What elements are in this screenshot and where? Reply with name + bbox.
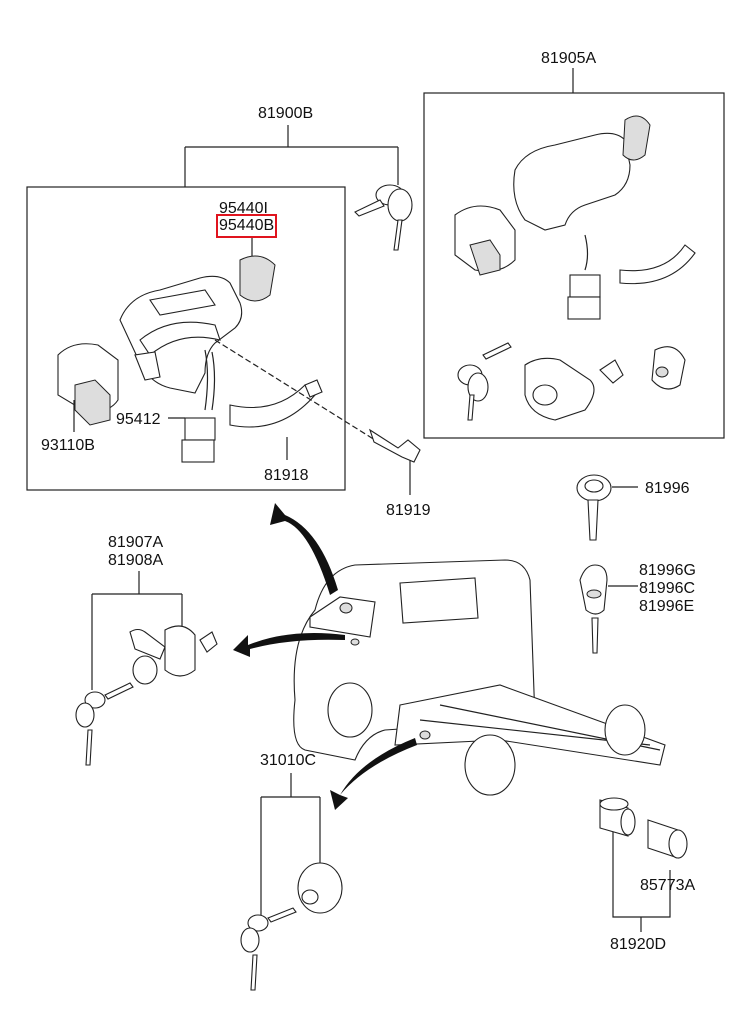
label-81996G[interactable]: 81996G <box>639 562 696 579</box>
key-remote-drawing <box>579 564 608 654</box>
door-lock-drawing <box>75 625 218 766</box>
truck-drawing <box>293 559 666 796</box>
label-81905A[interactable]: 81905A <box>541 50 597 67</box>
fuel-cap-drawing <box>240 862 343 991</box>
label-81996[interactable]: 81996 <box>645 480 690 497</box>
key-81900B <box>354 184 413 251</box>
ignition-lock-assembly <box>57 255 421 463</box>
arrow-door-lock <box>233 632 345 657</box>
label-95412[interactable]: 95412 <box>116 411 161 428</box>
ignition-set-box <box>26 186 346 491</box>
key-pair-right <box>457 342 512 421</box>
cylinder-drawing <box>599 797 688 859</box>
label-81996E[interactable]: 81996E <box>639 598 695 615</box>
leader-fuel-cap <box>260 773 321 920</box>
label-31010C[interactable]: 31010C <box>260 752 317 769</box>
label-85773A[interactable]: 85773A <box>640 877 696 894</box>
key-blank-drawing <box>576 474 612 541</box>
bolt-axis-line <box>214 339 376 441</box>
label-95440B-highlighted[interactable]: 95440B <box>215 214 278 238</box>
arrow-ignition <box>270 503 338 595</box>
label-81908A[interactable]: 81908A <box>108 552 164 569</box>
label-81907A[interactable]: 81907A <box>108 534 164 551</box>
connector-part <box>184 417 216 441</box>
label-81920D[interactable]: 81920D <box>610 936 667 953</box>
label-81996C[interactable]: 81996C <box>639 580 696 597</box>
bolt-part <box>368 428 421 463</box>
lock-cap <box>239 255 276 302</box>
label-81918[interactable]: 81918 <box>264 467 309 484</box>
leader-81900B <box>184 125 399 187</box>
label-93110B[interactable]: 93110B <box>41 437 95 454</box>
label-81900B[interactable]: 81900B <box>258 105 314 122</box>
leader-door-lock <box>91 571 183 690</box>
label-95440I[interactable]: 95440I <box>219 200 268 217</box>
bracket-part <box>229 384 316 428</box>
ignition-lock-assembly-alt <box>454 115 696 421</box>
label-81919[interactable]: 81919 <box>386 502 431 519</box>
leader-cylinder-set <box>612 828 671 932</box>
ignition-set-alt-box <box>423 92 725 439</box>
arrow-fuel-cap <box>330 738 417 810</box>
